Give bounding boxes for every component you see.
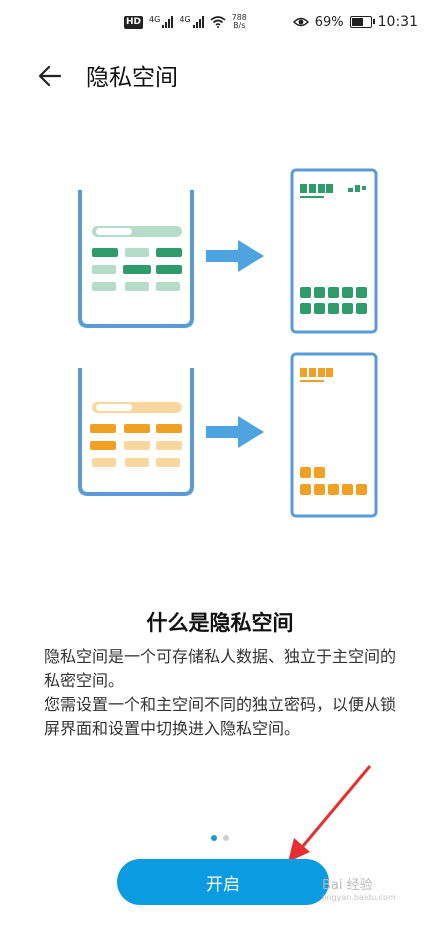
main-space-container (78, 190, 194, 328)
signal-icon: 4G (149, 16, 174, 28)
description-paragraph-2: 您需设置一个和主空间不同的独立密码，以便从锁屏界面和设置中切换进入隐私空间。 (44, 695, 397, 738)
description-paragraph-1: 隐私空间是一个可存储私人数据、独立于主空间的私密空间。 (44, 647, 397, 690)
page-title: 隐私空间 (86, 65, 178, 91)
arrow-right-icon (206, 416, 264, 448)
arrow-left-icon (38, 65, 62, 87)
battery-percent: 69% (314, 14, 344, 30)
app-header: 隐私空间 (0, 48, 440, 104)
wifi-icon (210, 16, 226, 28)
net-speed-value: 788 (231, 13, 247, 22)
status-bar: HD 4G 4G 788 B/s 69% 10:31 (0, 0, 440, 48)
private-space-container (78, 368, 194, 496)
description: 隐私空间是一个可存储私人数据、独立于主空间的私密空间。 您需设置一个和主空间不同… (44, 645, 404, 741)
back-button[interactable] (30, 60, 70, 92)
signal-icon-2: 4G (179, 16, 204, 28)
battery-icon (349, 16, 375, 28)
phone-green (290, 168, 378, 334)
page-dot (223, 835, 229, 841)
status-bar-left: HD 4G 4G 788 B/s (124, 14, 247, 30)
arrow-right-icon (206, 240, 264, 272)
hd-badge: HD (124, 15, 144, 29)
status-bar-right: 69% 10:31 (292, 14, 418, 30)
privacy-space-illustration (78, 168, 378, 518)
red-pointer-arrow (288, 765, 372, 862)
section-title: 什么是隐私空间 (146, 611, 294, 635)
net-speed: 788 B/s (232, 14, 247, 30)
phone-orange (290, 352, 378, 518)
page-dot-active (211, 835, 217, 841)
clock: 10:31 (377, 14, 418, 30)
net-speed-unit: B/s (233, 21, 246, 30)
watermark-sub: jingyan.baidu.com (322, 893, 396, 902)
enable-button[interactable]: 开启 (117, 859, 329, 905)
baidu-watermark: Bai 经验 jingyan.baidu.com (322, 874, 396, 902)
eye-icon (292, 17, 309, 27)
page-indicator (0, 835, 440, 841)
watermark-text: Bai 经验 (322, 878, 373, 893)
